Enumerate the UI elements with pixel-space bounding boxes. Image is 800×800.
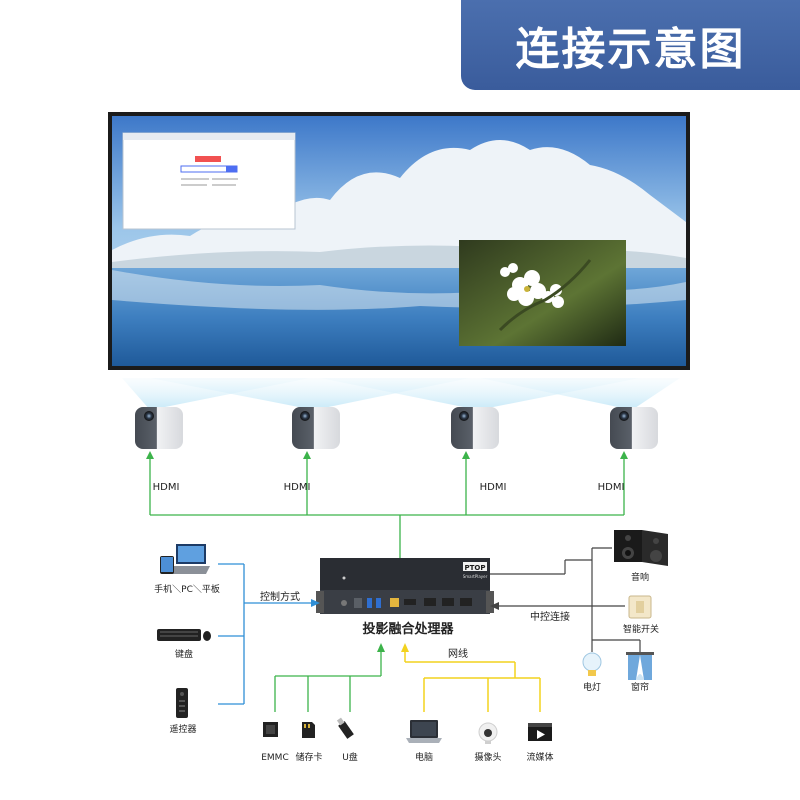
projector-4 <box>610 407 658 449</box>
camera-label: 摄像头 <box>474 751 501 763</box>
emmc-icon <box>263 722 278 737</box>
switch-label: 智能开关 <box>623 623 659 635</box>
laptop-label: 电脑 <box>415 751 433 763</box>
usb-drive-icon <box>336 717 354 739</box>
processor-model: SmartPlayer <box>463 574 488 579</box>
projector-1 <box>135 407 183 449</box>
projection-screen <box>108 112 690 370</box>
title-banner: 连接示意图 <box>461 0 800 90</box>
laptop-icon <box>406 720 442 743</box>
storage-arrow <box>377 643 385 652</box>
projector-2 <box>292 407 340 449</box>
curtain-icon <box>626 652 654 680</box>
projector-3 <box>451 407 499 449</box>
right-control-label: 中控连接 <box>530 610 570 623</box>
media-icon <box>528 723 552 741</box>
curtain-label: 窗帘 <box>631 681 649 693</box>
hdmi-lines <box>149 457 625 558</box>
storage-lines <box>274 652 382 712</box>
network-arrow <box>401 643 409 652</box>
left-control-label: 控制方式 <box>260 590 300 603</box>
bulb-icon <box>582 652 602 676</box>
devices-label: 手机＼PC＼平板 <box>154 583 220 595</box>
page-title: 连接示意图 <box>515 24 746 75</box>
usb-drive-label: U盘 <box>342 751 358 763</box>
keyboard-icon <box>157 629 211 641</box>
media-label: 流媒体 <box>526 751 553 763</box>
network-lines <box>404 652 541 712</box>
projection-beams <box>122 378 680 410</box>
hdmi-arrows <box>146 451 628 459</box>
speaker-label: 音响 <box>631 571 649 583</box>
keyboard-label: 键盘 <box>175 648 193 660</box>
camera-icon <box>478 722 498 744</box>
speaker-icon <box>614 530 668 566</box>
remote-icon <box>176 688 188 718</box>
sd-card-label: 储存卡 <box>295 751 322 763</box>
bulb-label: 电灯 <box>583 681 601 693</box>
devices-icon <box>160 544 210 574</box>
processor-brand: PTOP <box>465 564 486 572</box>
network-label: 网线 <box>448 647 468 660</box>
processor-name: 投影融合处理器 <box>362 621 454 637</box>
right-control-lines <box>490 547 641 652</box>
remote-label: 遥控器 <box>169 723 196 735</box>
left-control-lines <box>218 563 312 705</box>
switch-icon <box>628 595 652 619</box>
right-control-arrow <box>490 602 499 610</box>
processor-device: PTOP SmartPlayer <box>316 558 494 614</box>
left-control-arrow <box>311 599 320 607</box>
emmc-label: EMMC <box>261 753 289 763</box>
hdmi-label-3: HDMI <box>480 482 507 493</box>
hdmi-label-1: HDMI <box>153 482 180 493</box>
hdmi-label-4: HDMI <box>598 482 625 493</box>
sd-card-icon <box>302 722 315 738</box>
hdmi-label-2: HDMI <box>284 482 311 493</box>
